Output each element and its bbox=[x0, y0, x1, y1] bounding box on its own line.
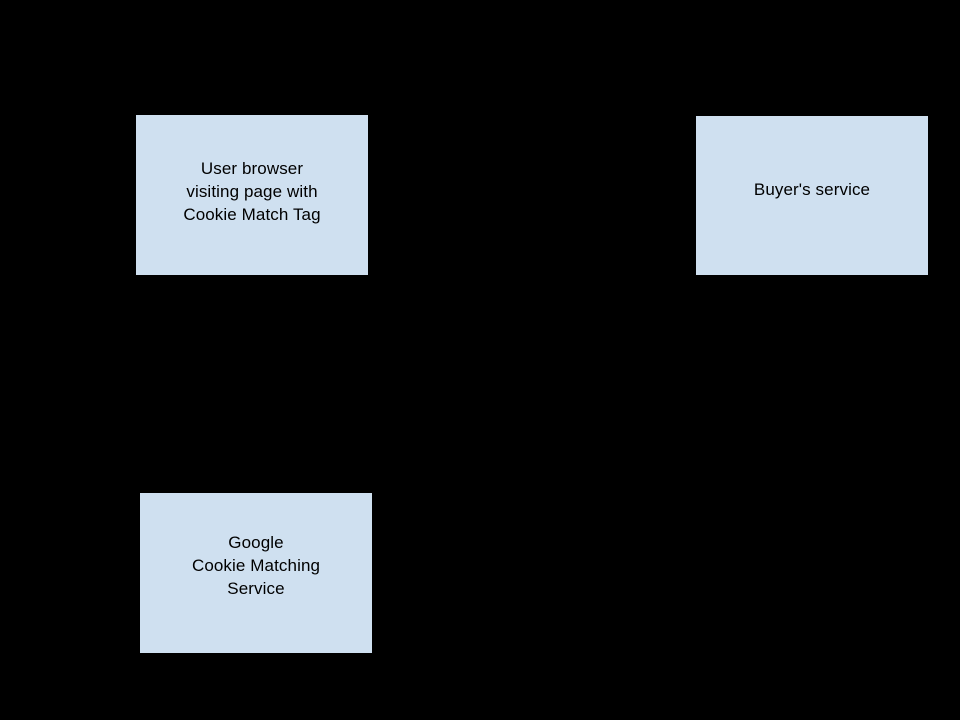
node-buyers-service[interactable]: Buyer's service bbox=[696, 116, 928, 275]
node-google-cookie-matching-service[interactable]: Google Cookie Matching Service bbox=[140, 493, 372, 653]
node-buyers-service-label: Buyer's service bbox=[753, 180, 871, 199]
node-user-browser-label: User browser visiting page with Cookie M… bbox=[183, 159, 321, 224]
node-user-browser[interactable]: User browser visiting page with Cookie M… bbox=[136, 115, 368, 275]
node-google-cookie-matching-service-label: Google Cookie Matching Service bbox=[191, 533, 321, 598]
